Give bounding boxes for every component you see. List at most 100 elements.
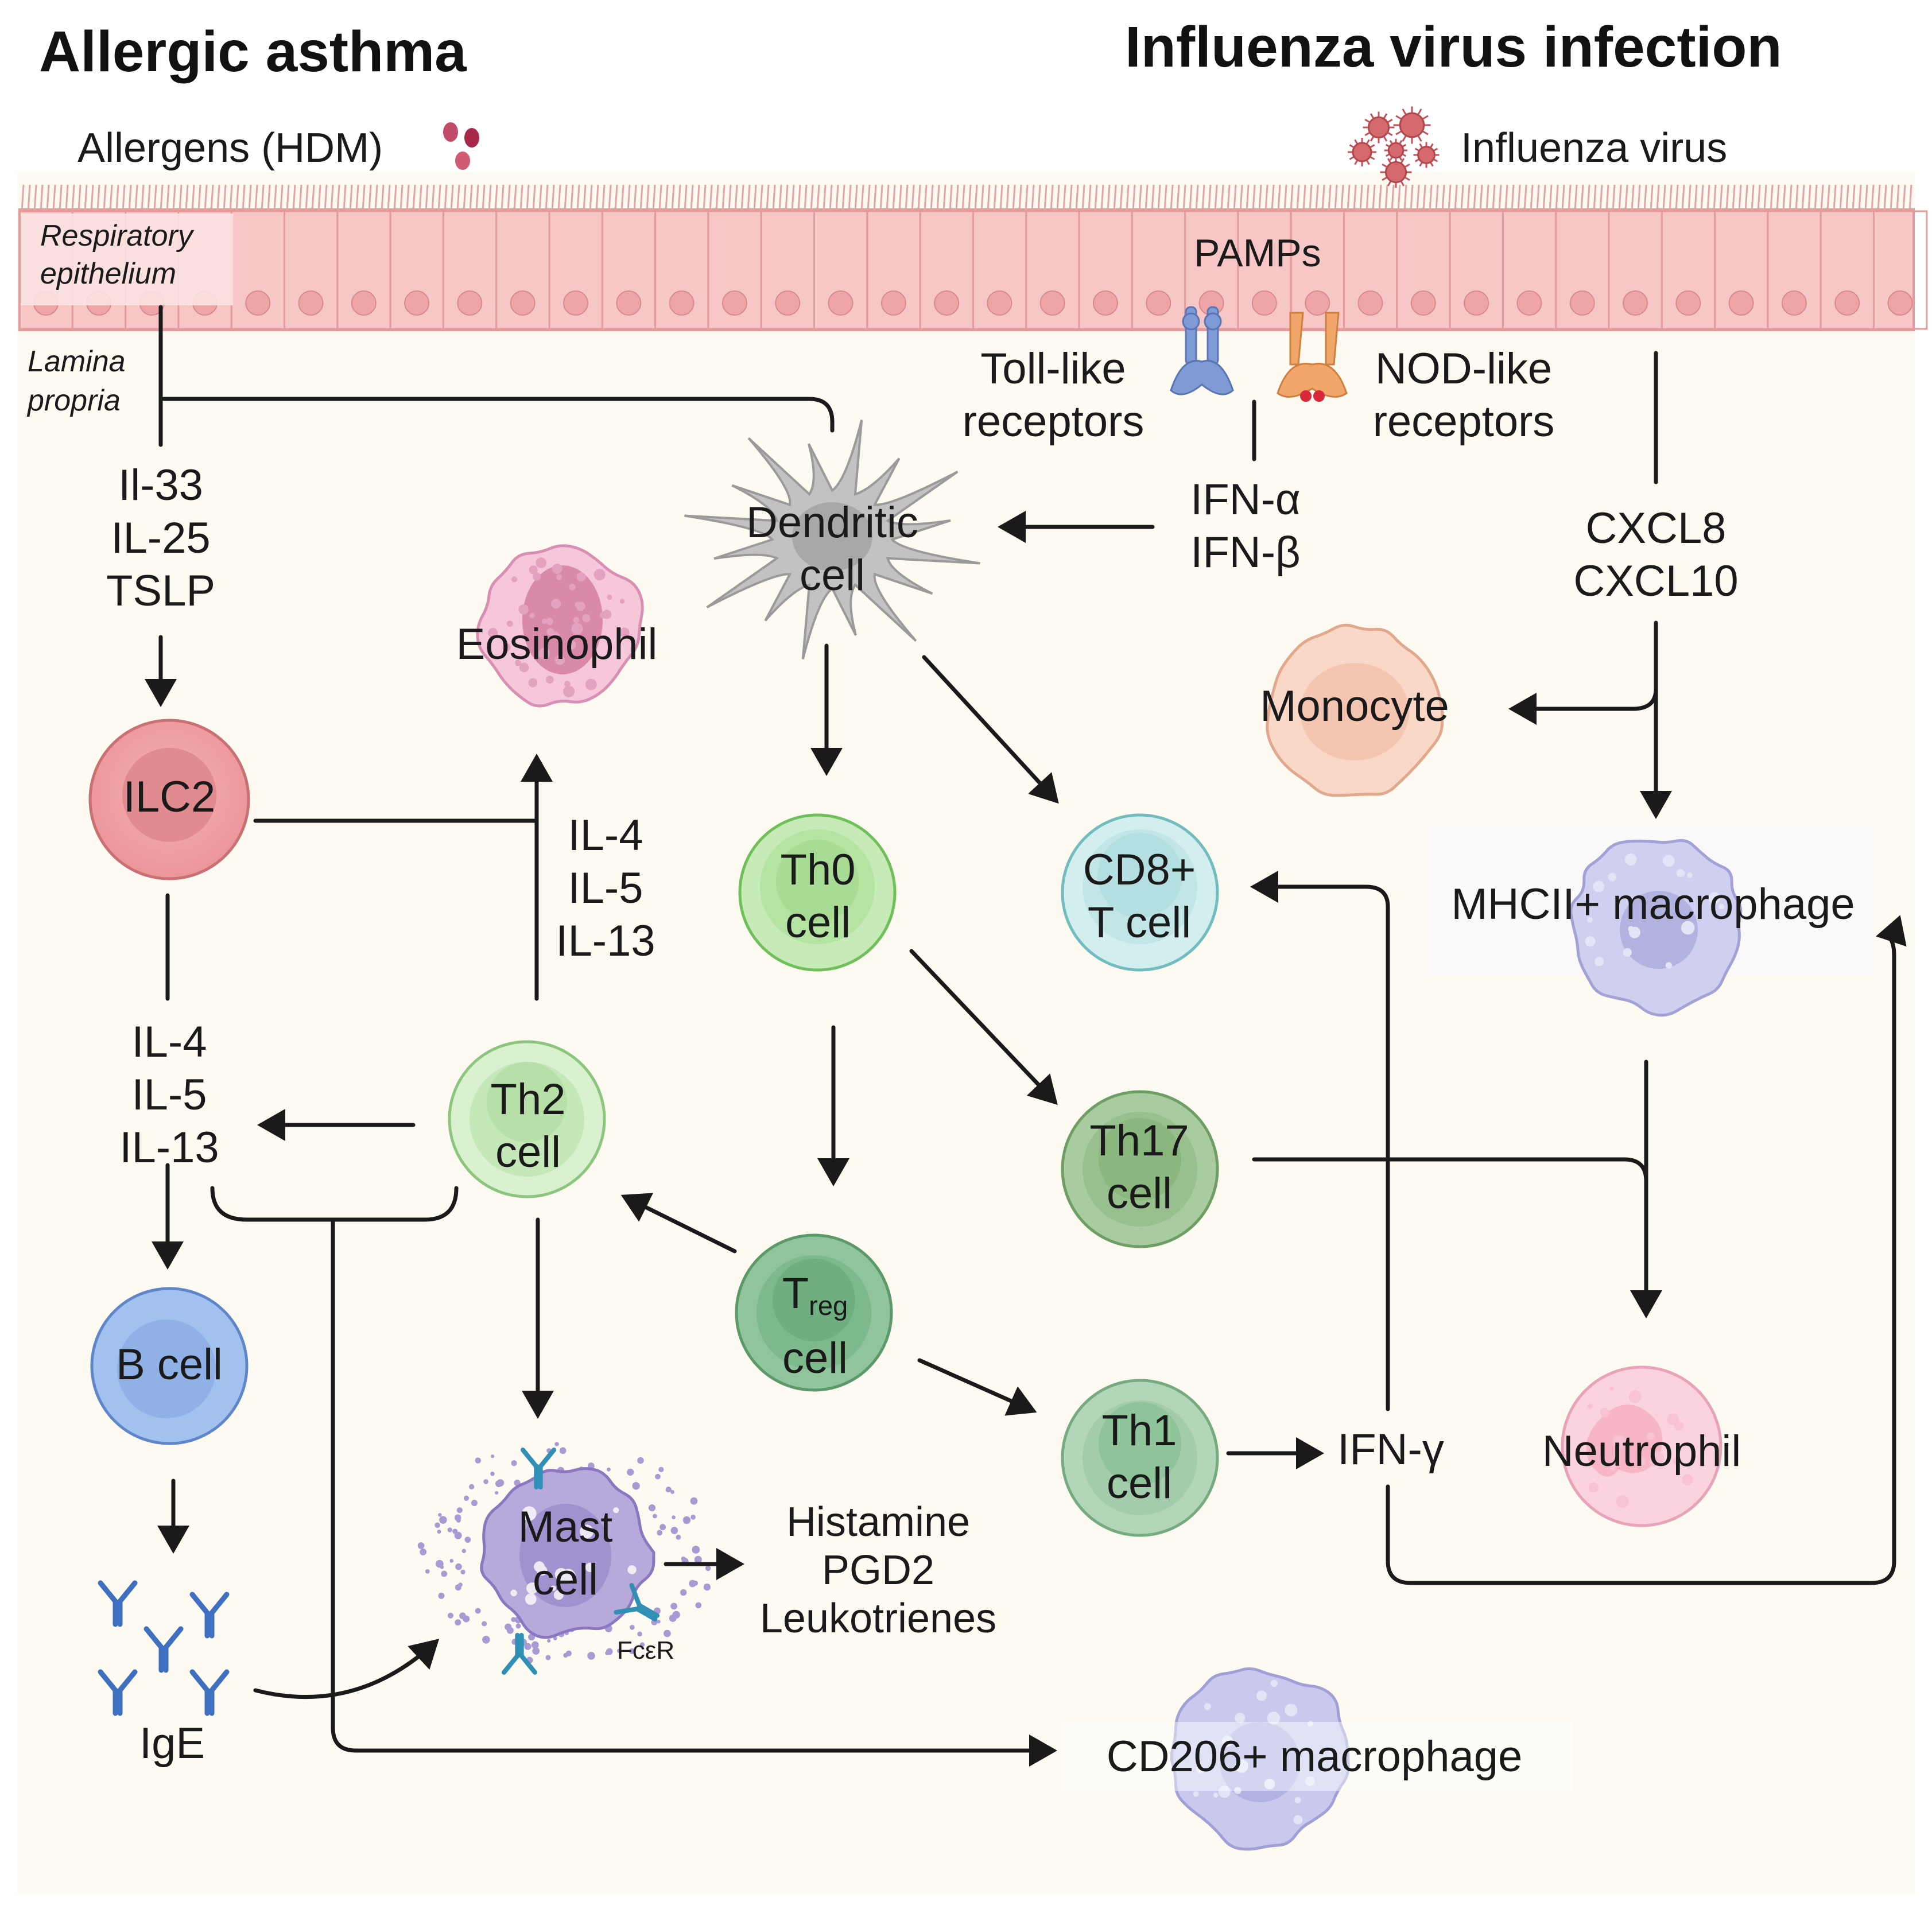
- line-epithelium-to-dendritic: [161, 397, 835, 433]
- epithelial-nucleus: [1093, 290, 1118, 316]
- toll-like-receptor-icon: [1170, 306, 1234, 395]
- arrow-treg-to-th2: [620, 1193, 737, 1254]
- arrow-to-cd206-macrophage: [331, 1217, 1057, 1767]
- allergen-particles-icon: [443, 122, 479, 170]
- ifn-gamma-label: IFN-γ: [1337, 1425, 1444, 1474]
- cxcl8: CXCL8: [1585, 504, 1727, 553]
- virus-particle-icon: [1393, 106, 1431, 144]
- influenza-virus-label: Influenza virus: [1461, 125, 1728, 171]
- epithelial-nucleus: [1410, 290, 1436, 316]
- mhcii-macrophage-label: MHCII+ macrophage: [1451, 880, 1855, 929]
- virus-particle-icon: [1348, 138, 1376, 166]
- monocyte-label: Monocyte: [1260, 682, 1449, 731]
- epithelial-nucleus: [1728, 290, 1754, 316]
- interferons-label: IFN-α IFN-β: [1171, 474, 1320, 579]
- th0-cell-label: Th0 cell: [740, 844, 895, 949]
- epithelial-nucleus: [1305, 290, 1330, 316]
- ifn-beta: IFN-β: [1190, 528, 1301, 577]
- epithelial-nucleus: [1623, 290, 1648, 316]
- epithelial-nucleus: [1251, 290, 1277, 316]
- eosinophil-label: Eosinophil: [456, 620, 658, 669]
- nod-like-receptors-label: NOD-like receptors: [1366, 343, 1561, 448]
- th0-line-2: cell: [785, 898, 851, 947]
- cd8-t-cell: [1061, 813, 1219, 972]
- th2-up-il13: IL-13: [556, 917, 655, 965]
- th17-cell-label: Th17 cell: [1062, 1115, 1217, 1220]
- chemokines-label: CXCL8 CXCL10: [1561, 502, 1751, 608]
- mast-line-2: cell: [532, 1555, 599, 1604]
- antibody-icon: [189, 1592, 230, 1639]
- ilc2-cell: [88, 719, 250, 880]
- cxcl10: CXCL10: [1573, 557, 1739, 606]
- epithelial-nucleus: [1834, 290, 1860, 316]
- lamina-propria-label: Lamina propria: [28, 342, 126, 420]
- monocyte-cell: [1266, 623, 1444, 797]
- antibody-icon: [98, 1580, 138, 1627]
- dendritic-cell: [684, 420, 980, 659]
- treg-line-2: cell: [782, 1333, 848, 1383]
- pathway-arrows: [145, 305, 1907, 1767]
- th2-left-il13: IL-13: [119, 1123, 219, 1172]
- neutrophil-cell: [1561, 1365, 1722, 1527]
- epithelial-nucleus: [1464, 290, 1489, 316]
- arrow-chemokines-to-monocyte: [1508, 686, 1658, 725]
- th1-cell-label: Th1 cell: [1062, 1404, 1217, 1510]
- epithelial-nucleus: [880, 290, 906, 316]
- pgd2: PGD2: [821, 1547, 935, 1593]
- th1-line-1: Th1: [1101, 1406, 1177, 1455]
- epithelial-nucleus: [1675, 290, 1701, 316]
- toll-like-receptors-label: Toll-like receptors: [956, 343, 1151, 448]
- epithelial-nucleus: [510, 290, 536, 316]
- epithelial-nucleus: [987, 290, 1012, 316]
- th2-line-1: Th2: [490, 1075, 566, 1124]
- th0-cell: [738, 813, 897, 972]
- th1-cell: [1061, 1379, 1219, 1537]
- neutrophil-label: Neutrophil: [1542, 1427, 1741, 1476]
- lamina-line-2: propria: [28, 384, 121, 417]
- epithelial-nucleus: [1887, 290, 1913, 316]
- arrow-ifng-to-cd8: [1250, 871, 1390, 1411]
- alarmins-label: Il-33 IL-25 TSLP: [92, 459, 230, 618]
- alarmin-3: TSLP: [106, 566, 216, 615]
- virus-particle-icon: [1380, 156, 1412, 188]
- treg-main: T: [782, 1269, 809, 1318]
- th2-left-il5: IL-5: [131, 1070, 207, 1119]
- treg-line-1: Treg: [740, 1267, 890, 1332]
- epithelium-line-2: epithelium: [40, 257, 177, 290]
- epithelial-nucleus: [1569, 290, 1595, 316]
- ilc2-label: ILC2: [123, 773, 216, 821]
- influenza-virus-icon: [1348, 106, 1440, 188]
- epithelial-nucleus: [563, 290, 588, 316]
- mast-line-1: Mast: [518, 1503, 613, 1551]
- epithelial-nucleus: [351, 290, 377, 316]
- mhcii-macrophage-cell: [1427, 826, 1875, 1017]
- nlr-line-2: receptors: [1372, 397, 1555, 446]
- cd206-macrophage-cell: [1170, 1667, 1350, 1851]
- histamine: Histamine: [786, 1499, 971, 1545]
- treg-cell-label: Treg cell: [740, 1267, 890, 1385]
- virus-particle-icon: [1413, 142, 1440, 168]
- epithelial-nucleus: [245, 290, 271, 316]
- cd8-line-1: CD8+: [1083, 845, 1196, 894]
- mast-cell-label: Mast cell: [494, 1501, 637, 1607]
- antibody-icon: [98, 1669, 138, 1716]
- bracket-th2-cytokines: [210, 1186, 459, 1222]
- title-allergic-asthma: Allergic asthma: [39, 20, 467, 84]
- antibody-icon: [189, 1669, 230, 1716]
- epithelial-nucleus: [404, 290, 430, 316]
- epithelium-line-1: Respiratory: [40, 219, 193, 253]
- dendritic-cell-label: Dendritic cell: [729, 496, 936, 602]
- arrow-dendritic-to-cd8: [922, 655, 1059, 804]
- eosinophil-cell: [476, 544, 644, 708]
- dendritic-line-2: cell: [799, 551, 866, 600]
- epithelial-nucleus: [1516, 290, 1542, 316]
- th2-cell: [448, 1040, 606, 1198]
- dendritic-line-1: Dendritic: [746, 498, 918, 547]
- antibody-icon: [501, 1632, 538, 1675]
- arrow-th0-to-th17: [909, 949, 1058, 1105]
- ifn-alpha: IFN-α: [1190, 475, 1301, 524]
- epithelial-nucleus: [298, 290, 324, 316]
- respiratory-epithelium: [18, 184, 1928, 331]
